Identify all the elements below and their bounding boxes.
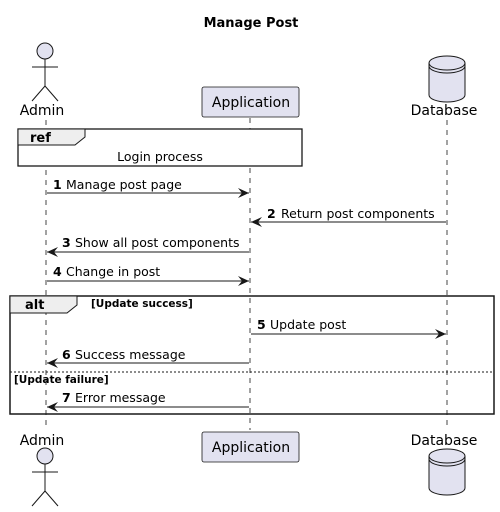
database-icon <box>428 448 466 496</box>
message-number: 2 <box>267 206 276 221</box>
participant-label-database: Database <box>411 433 478 449</box>
actor-admin-top: Admin <box>20 42 65 119</box>
actor-admin-bottom: Admin <box>20 433 65 507</box>
alt-keyword: alt <box>25 298 44 313</box>
ref-keyword: ref <box>30 131 51 146</box>
diagram-title: Manage Post <box>204 16 299 31</box>
message-number: 6 <box>62 347 71 362</box>
message-number: 1 <box>53 177 62 192</box>
alt-fragment: alt [Update success] [Update failure] <box>9 295 495 415</box>
actor-icon <box>31 42 59 102</box>
message-number: 7 <box>62 390 71 405</box>
message-label: Manage post page <box>66 177 182 192</box>
participant-application-bottom: Application <box>201 431 300 463</box>
message-6: 6 Success message <box>47 347 249 368</box>
message-label: Update post <box>270 317 346 332</box>
database-icon <box>428 55 466 103</box>
message-number: 5 <box>257 317 266 332</box>
alt-guard-failure: [Update failure] <box>14 374 109 386</box>
message-number: 3 <box>62 235 71 250</box>
actor-icon <box>31 447 59 507</box>
message-label: Change in post <box>66 264 160 279</box>
participant-label-admin: Admin <box>20 103 65 119</box>
message-3: 3 Show all post components <box>47 235 249 257</box>
message-label: Success message <box>75 347 186 362</box>
database-bottom: Database <box>411 433 478 496</box>
participant-application-top: Application <box>201 86 300 118</box>
participant-label-database: Database <box>411 103 478 119</box>
participant-label-application: Application <box>212 440 290 456</box>
database-admin-top: Database <box>411 55 478 119</box>
message-5: 5 Update post <box>251 317 446 339</box>
message-label: Error message <box>75 390 166 405</box>
message-number: 4 <box>53 264 62 279</box>
message-4: 4 Change in post <box>47 264 249 286</box>
participant-label-admin: Admin <box>20 433 65 449</box>
message-label: Return post components <box>281 206 435 221</box>
participant-label-application: Application <box>212 95 290 111</box>
message-label: Show all post components <box>75 235 239 250</box>
message-1: 1 Manage post page <box>47 177 249 198</box>
message-2: 2 Return post components <box>251 206 446 227</box>
message-7: 7 Error message <box>47 390 249 412</box>
ref-text: Login process <box>117 149 203 164</box>
ref-fragment: ref Login process <box>17 128 303 167</box>
alt-guard-success: [Update success] <box>91 298 193 310</box>
